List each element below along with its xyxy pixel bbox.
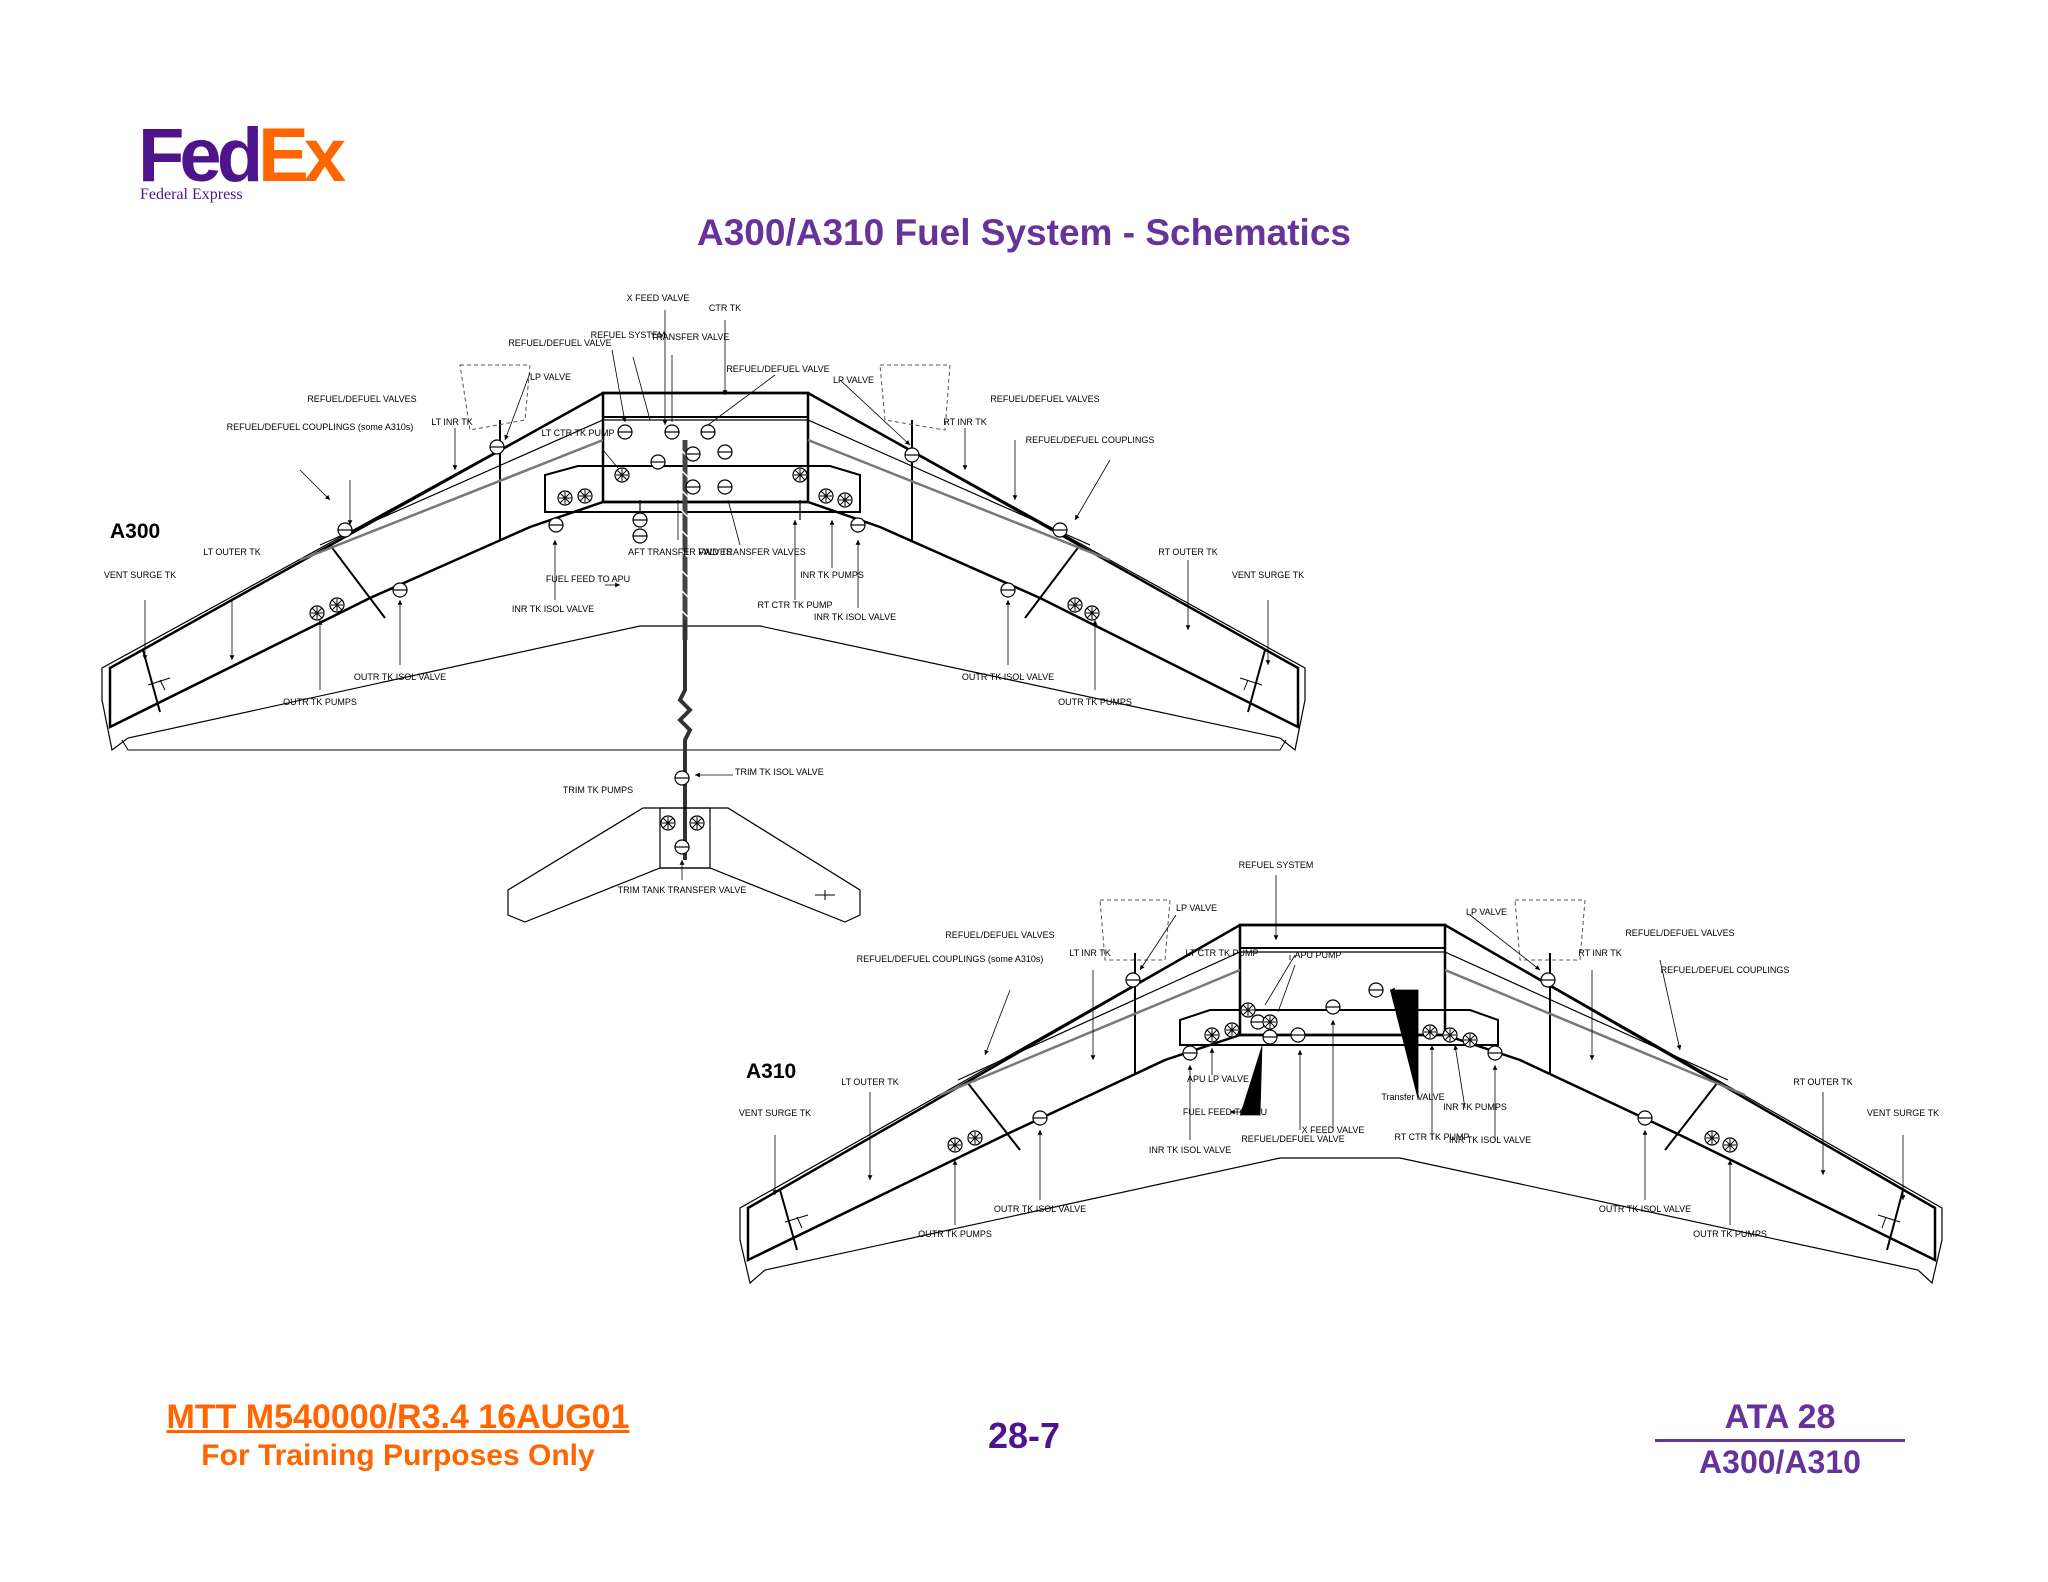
ata-chapter: ATA 28 [1655,1398,1905,1442]
logo-wordmark: FedEx [138,118,346,194]
a300-model-label: A300 [110,520,160,543]
trim-tank-diagram [507,770,861,923]
fedex-logo: FedEx Federal Express [138,118,358,206]
a310-inr-tk-isol-valve-right-label: INR TK ISOL VALVE [1449,1135,1531,1145]
footer-right: ATA 28 A300/A310 [1655,1398,1905,1481]
a310-transfer-valve-label: Transfer VALVE [1381,1092,1444,1102]
a310-labels: REFUEL SYSTEM LP VALVE LP VALVE REFUEL/D… [739,860,1939,1239]
a310-apu-lp-valve-label: APU LP VALVE [1187,1074,1249,1084]
a310-diagram [739,875,1943,1285]
a310-vent-surge-right-label: VENT SURGE TK [1867,1108,1939,1118]
a310-outr-tk-pumps-right-label: OUTR TK PUMPS [1693,1229,1767,1239]
a310-refuel-defuel-couplings-right-label: REFUEL/DEFUEL COUPLINGS [1661,965,1790,975]
outr-tk-pumps-right-label: OUTR TK PUMPS [1058,697,1132,707]
lt-ctr-tk-pump-label: LT CTR TK PUMP [541,428,614,438]
fwd-transfer-valves-label: FWD TRANSFER VALVES [698,547,806,557]
a310-rt-ctr-tk-pump-label: RT CTR TK PUMP [1394,1132,1469,1142]
a310-refuel-defuel-valves-left-label: REFUEL/DEFUEL VALVES [945,930,1054,940]
refuel-defuel-couplings-right-label: REFUEL/DEFUEL COUPLINGS [1026,435,1155,445]
outr-tk-isol-valve-left-label: OUTR TK ISOL VALVE [354,672,446,682]
trim-tank-transfer-valve-label: TRIM TANK TRANSFER VALVE [618,885,747,895]
fuel-feed-to-apu-label: FUEL FEED TO APU [546,574,630,584]
trim-tk-pumps-label: TRIM TK PUMPS [563,785,633,795]
aircraft-model: A300/A310 [1699,1444,1861,1480]
a310-lp-valve-left-label: LP VALVE [1176,903,1217,913]
lp-valve-left-label: LP VALVE [530,372,571,382]
a310-refuel-system-label: REFUEL SYSTEM [1239,860,1314,870]
footer-left: MTT M540000/R3.4 16AUG01 For Training Pu… [148,1398,648,1473]
page-number: 28-7 [987,1415,1061,1456]
refuel-defuel-valve-right-label: REFUEL/DEFUEL VALVE [726,364,829,374]
a310-outr-tk-pumps-left-label: OUTR TK PUMPS [918,1229,992,1239]
a310-outr-tk-isol-valve-right-label: OUTR TK ISOL VALVE [1599,1204,1691,1214]
a310-rt-inr-tk-label: RT INR TK [1578,948,1622,958]
outr-tk-isol-valve-right-label: OUTR TK ISOL VALVE [962,672,1054,682]
a310-fuel-feed-to-apu-label: FUEL FEED TO APU [1183,1107,1267,1117]
a310-apu-pump-label: APU PUMP [1294,950,1341,960]
logo-fed: Fed [138,113,263,198]
a310-lt-ctr-tk-pump-label: LT CTR TK PUMP [1185,948,1258,958]
refuel-defuel-couplings-left-label: REFUEL/DEFUEL COUPLINGS (some A310s) [227,422,414,432]
a310-lt-outer-tk-label: LT OUTER TK [841,1077,899,1087]
trim-tk-isol-valve-label: TRIM TK ISOL VALVE [735,767,824,777]
a310-refuel-defuel-valves-right-label: REFUEL/DEFUEL VALVES [1625,928,1734,938]
lp-valve-right-label: LP VALVE [833,375,874,385]
a310-inr-tk-isol-valve-left-label: INR TK ISOL VALVE [1149,1145,1231,1155]
rt-ctr-tk-pump-label: RT CTR TK PUMP [757,600,832,610]
document-reference: MTT M540000/R3.4 16AUG01 [166,1398,630,1436]
logo-subtitle: Federal Express [140,186,243,203]
vent-surge-left-label: VENT SURGE TK [104,570,176,580]
refuel-defuel-valves-right-label: REFUEL/DEFUEL VALVES [990,394,1099,404]
training-note: For Training Purposes Only [201,1439,595,1472]
refuel-system-label: REFUEL SYSTEM [591,330,666,340]
a310-inr-tk-pumps-label: INR TK PUMPS [1443,1102,1507,1112]
a310-rt-outer-tk-label: RT OUTER TK [1793,1077,1853,1087]
a310-model-label: A310 [746,1060,796,1083]
a310-outr-tk-isol-valve-left-label: OUTR TK ISOL VALVE [994,1204,1086,1214]
outr-tk-pumps-left-label: OUTR TK PUMPS [283,697,357,707]
inr-tk-isol-valve-left-label: INR TK ISOL VALVE [512,604,594,614]
a310-x-feed-valve-label: X FEED VALVE [1302,1125,1365,1135]
lt-inr-tk-label: LT INR TK [431,417,473,427]
aft-transfer-valves-label: AFT TRANSFER VALVES [628,547,732,557]
a310-vent-surge-left-label: VENT SURGE TK [739,1108,811,1118]
ctr-tk-label: CTR TK [709,303,741,313]
refuel-defuel-valve-label: REFUEL/DEFUEL VALVE [508,338,611,348]
a310-refuel-defuel-couplings-left-label: REFUEL/DEFUEL COUPLINGS (some A310s) [857,954,1044,964]
a300-diagram [101,310,1306,860]
vent-surge-right-label: VENT SURGE TK [1232,570,1304,580]
page-title: A300/A310 Fuel System - Schematics [697,212,1351,253]
refuel-defuel-valves-left-label: REFUEL/DEFUEL VALVES [307,394,416,404]
a310-lt-inr-tk-label: LT INR TK [1069,948,1111,958]
rt-inr-tk-label: RT INR TK [943,417,987,427]
lt-outer-tk-label: LT OUTER TK [203,547,261,557]
inr-tk-pumps-label: INR TK PUMPS [800,570,864,580]
x-feed-valve-label: X FEED VALVE [627,293,690,303]
transfer-valve-label: TRANSFER VALVE [651,332,730,342]
a310-lp-valve-right-label: LP VALVE [1466,907,1507,917]
logo-ex: Ex [258,113,346,198]
a300-labels: X FEED VALVE CTR TK REFUEL/DEFUEL VALVE … [104,293,1304,895]
a310-refuel-defuel-valve-label: REFUEL/DEFUEL VALVE [1241,1134,1344,1144]
rt-outer-tk-label: RT OUTER TK [1158,547,1218,557]
inr-tk-isol-valve-right-label: INR TK ISOL VALVE [814,612,896,622]
